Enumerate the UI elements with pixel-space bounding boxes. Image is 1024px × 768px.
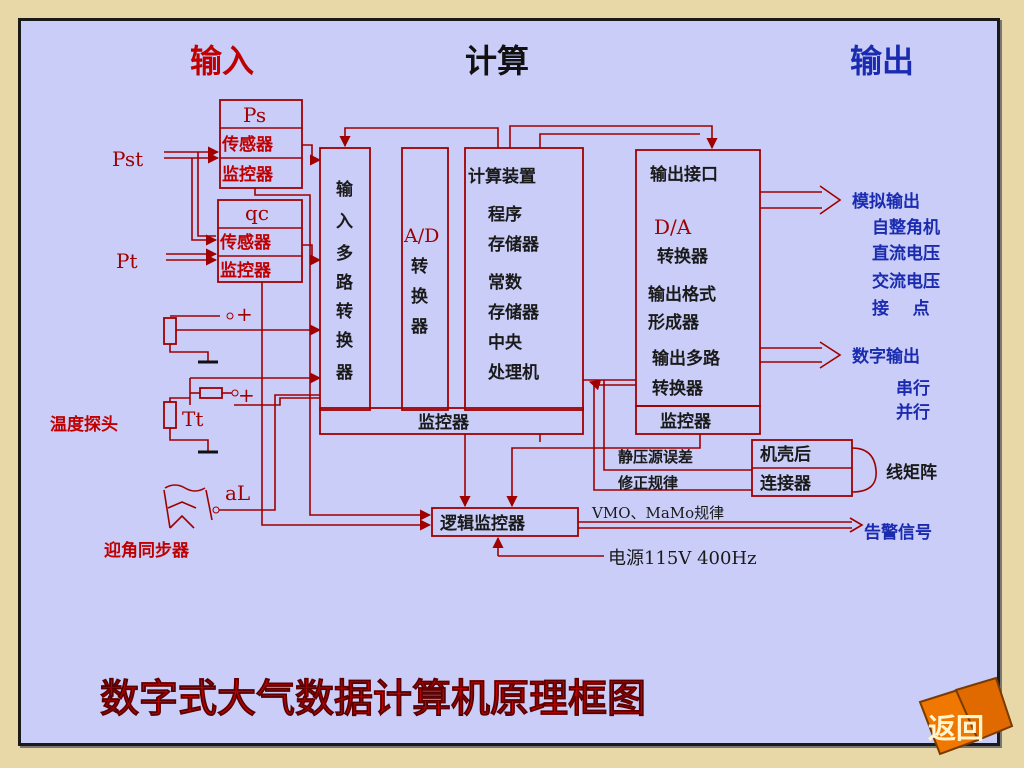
plus-sign-1: + [236,302,253,326]
vmo-label: VMO、MaMo规律 [591,504,724,522]
resistor-2-icon [199,387,223,399]
digital-item-1: 串行 [896,378,930,399]
header-input: 输入 [190,42,254,80]
diagram-panel [18,18,1000,746]
svg-text:路: 路 [336,272,354,293]
output-title: 输出接口 [650,164,718,185]
output-line-3: 形成器 [648,312,700,333]
monitor-left-block [319,407,584,435]
input-mux-block [319,147,371,411]
power-label: 电源115V 400Hz [608,548,757,569]
monitor-left-label: 监控器 [418,412,470,433]
back-button-label: 返回 [928,712,984,745]
monitor-right-block [635,405,761,435]
svg-text:入: 入 [336,212,353,232]
svg-text:转: 转 [336,301,353,322]
thermistor-icon [163,401,177,429]
diagram-title: 数字式大气数据计算机原理框图 [100,677,646,722]
matrix-label: 线矩阵 [886,462,937,483]
svg-text:输: 输 [336,179,354,200]
ad-converter-block [401,147,449,411]
output-line-2: 输出格式 [648,284,716,305]
monitor-right-label: 监控器 [660,411,712,432]
tt-label: Tt [182,407,203,431]
compute-line-6: 处理机 [487,362,539,383]
al-label: aL [225,481,250,505]
analog-output-label: 模拟输出 [852,191,920,212]
compute-line-3: 常数 [488,272,523,293]
output-line-4: 输出多路 [652,348,721,369]
output-da: D/A [654,215,692,239]
case-connector-line-2: 连接器 [760,473,812,494]
header-compute: 计算 [465,42,529,80]
ad-char-1: 转 [411,256,428,277]
correction-label: 修正规律 [617,474,678,492]
digital-output-label: 数字输出 [852,346,920,367]
analog-item-4: 接 点 [872,298,930,319]
ps-monitor-label: 监控器 [222,164,274,185]
compute-unit-block [464,147,584,411]
svg-text:换: 换 [336,330,354,351]
qc-monitor-label: 监控器 [220,260,272,281]
case-connector-line-1: 机壳后 [760,444,811,465]
compute-line-5: 中央 [488,332,523,353]
ps-sensor-box [219,99,303,189]
digital-item-2: 并行 [896,402,930,423]
ad-char-2: 换 [411,286,429,307]
analog-item-1: 自整角机 [872,217,940,238]
output-line-1: 转换器 [657,246,709,267]
back-button[interactable]: 返回 [918,676,1014,756]
compute-line-4: 存储器 [488,302,540,323]
logic-monitor-label: 逻辑监控器 [440,513,526,534]
svg-text:多: 多 [336,243,353,264]
aoa-sync-label: 迎角同步器 [104,540,190,561]
output-line-5: 转换器 [652,378,704,399]
pst-label: Pst [112,147,143,171]
analog-item-2: 直流电压 [872,243,940,264]
qc-sensor-label: 传感器 [219,232,272,253]
qc-sensor-box [217,199,303,283]
compute-line-2: 存储器 [488,234,540,255]
resistor-1-icon [163,317,177,345]
temp-probe-label: 温度探头 [50,414,118,435]
plus-sign-2: + [238,383,255,407]
ad-title: A/D [403,225,439,247]
compute-title: 计算装置 [468,166,536,187]
analog-item-3: 交流电压 [872,271,940,292]
ps-sensor-label: 传感器 [221,134,274,155]
input-mux-label: 输 入 多 路 转 换 器 [335,179,354,383]
pt-label: Pt [116,249,138,273]
static-error-label: 静压源误差 [618,448,693,466]
synchro-icon [163,484,213,529]
ps-title: Ps [243,103,266,127]
alarm-label: 告警信号 [864,522,932,543]
header-output: 输出 [850,42,914,80]
ad-char-3: 器 [410,317,429,337]
compute-line-1: 程序 [488,204,522,225]
svg-text:器: 器 [335,363,354,383]
qc-title: qc [245,201,269,225]
